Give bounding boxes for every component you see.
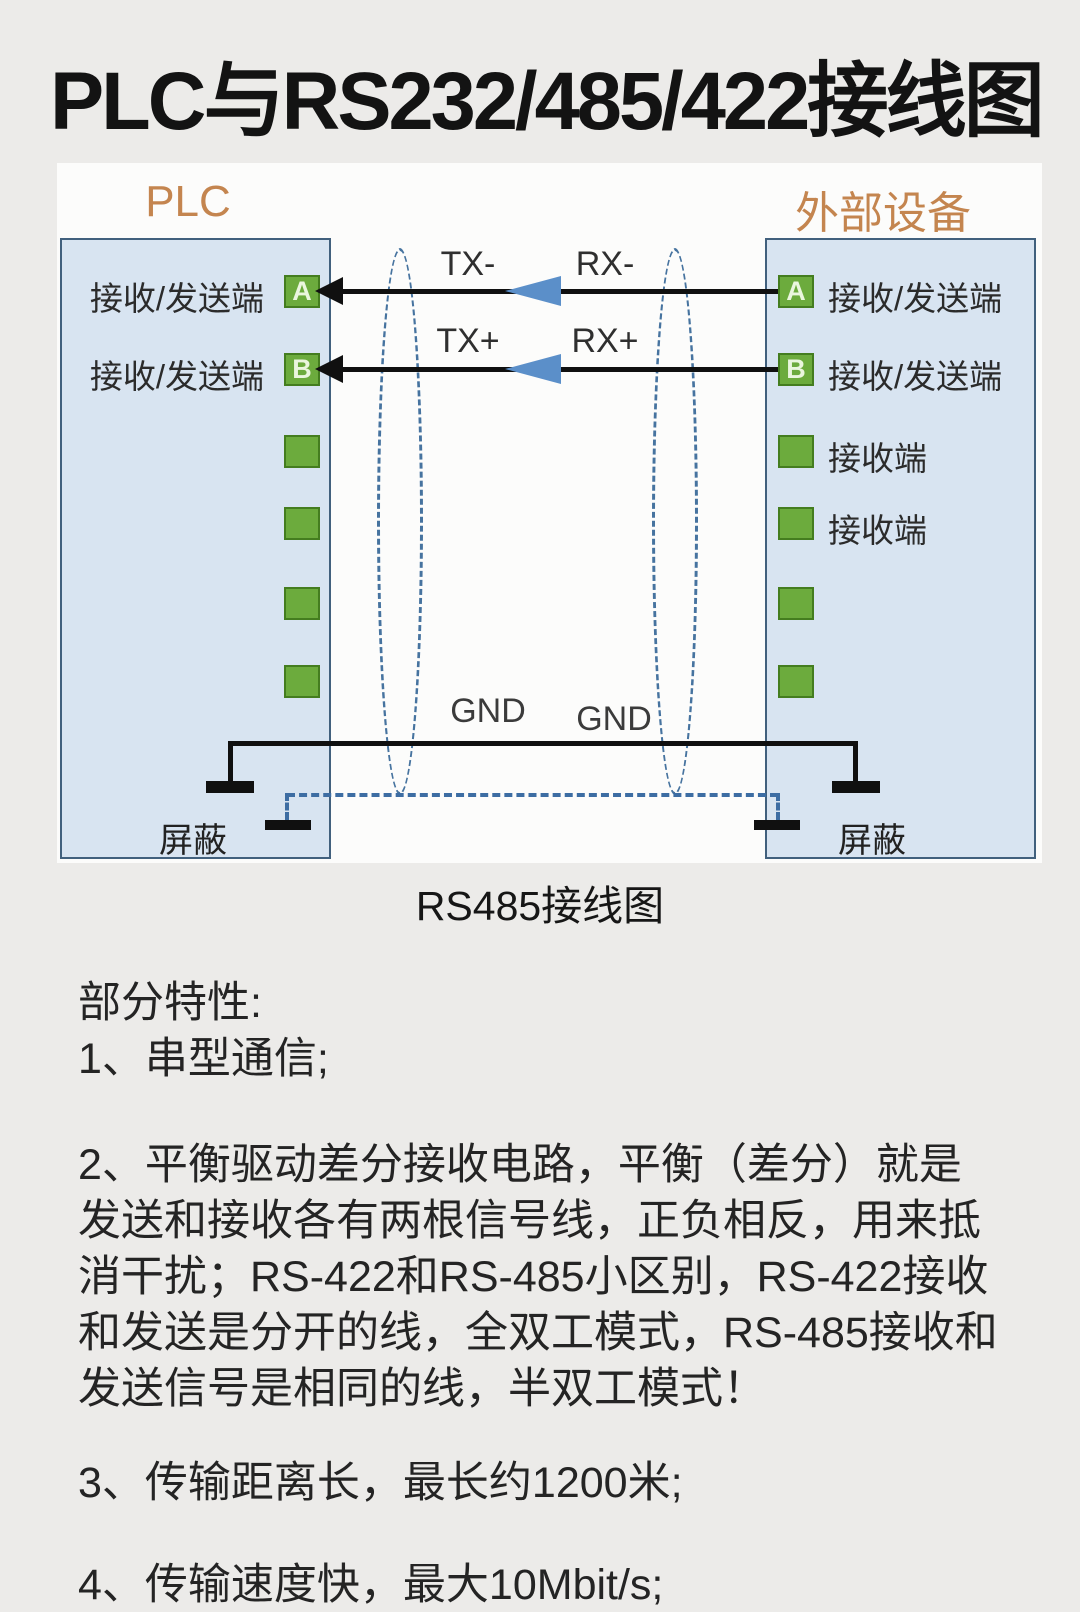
- plc-terminal-4: [284, 507, 320, 540]
- feature-item-1: 1、串型通信;: [78, 1035, 329, 1083]
- arrowhead-row-a-icon: [315, 277, 343, 305]
- plc-terminal-3: [284, 435, 320, 468]
- plc-terminal-b: B: [284, 353, 320, 386]
- external-row-4-label: 接收端: [828, 512, 927, 549]
- features-heading: 部分特性:: [78, 979, 262, 1027]
- shield-label-right: 屏蔽: [838, 822, 906, 860]
- external-device-title: 外部设备: [795, 189, 971, 238]
- external-row-3-label: 接收端: [828, 440, 927, 477]
- feature-item-2-line-1: 2、平衡驱动差分接收电路，平衡（差分）就是: [78, 1141, 962, 1189]
- signal-tx-minus: TX-: [440, 245, 496, 283]
- direction-arrow-row-b-icon: [505, 354, 561, 384]
- shield-dashed-wire: [287, 793, 778, 797]
- signal-rx-minus: RX-: [575, 245, 635, 283]
- plc-row-b-label: 接收/发送端: [89, 358, 264, 395]
- shield-drop-right: [776, 793, 780, 820]
- external-terminal-3: [778, 435, 814, 468]
- feature-item-2-line-3: 消干扰；RS-422和RS-485小区别，RS-422接收: [78, 1253, 989, 1301]
- plc-row-a-label: 接收/发送端: [89, 280, 264, 317]
- feature-item-3: 3、传输距离长，最长约1200米;: [78, 1459, 683, 1507]
- direction-arrow-row-a-icon: [505, 276, 561, 306]
- shield-ground-left-icon: [265, 820, 311, 830]
- external-device-panel: [765, 238, 1036, 859]
- shield-label-left: 屏蔽: [159, 822, 227, 860]
- ground-symbol-left-icon: [206, 781, 254, 793]
- external-terminal-5: [778, 587, 814, 620]
- signal-tx-plus: TX+: [436, 322, 500, 360]
- external-row-b-label: 接收/发送端: [828, 358, 1003, 395]
- plc-panel: [60, 238, 331, 859]
- plc-terminal-a: A: [284, 275, 320, 308]
- rs485-wiring-diagram: PLC 外部设备 接收/发送端 A A 接收/发送端 TX- RX- 接收/发送…: [57, 163, 1042, 863]
- plc-terminal-6: [284, 665, 320, 698]
- ground-bus-wire: [230, 741, 858, 746]
- ground-drop-left: [228, 741, 233, 783]
- plc-terminal-5: [284, 587, 320, 620]
- ground-drop-right: [853, 741, 858, 783]
- feature-item-4: 4、传输速度快，最大10Mbit/s;: [78, 1561, 664, 1609]
- ground-symbol-right-icon: [832, 781, 880, 793]
- signal-rx-plus: RX+: [571, 322, 639, 360]
- external-terminal-6: [778, 665, 814, 698]
- plc-device-title: PLC: [145, 177, 231, 226]
- shield-drop-left: [285, 793, 289, 820]
- feature-item-2-line-2: 发送和接收各有两根信号线，正负相反，用来抵: [78, 1197, 981, 1245]
- gnd-label-left: GND: [450, 692, 526, 730]
- external-terminal-b: B: [778, 353, 814, 386]
- feature-item-2-line-5: 发送信号是相同的线，半双工模式！: [78, 1365, 766, 1413]
- external-terminal-4: [778, 507, 814, 540]
- diagram-caption: RS485接线图: [415, 883, 665, 929]
- external-row-a-label: 接收/发送端: [828, 280, 1003, 317]
- arrowhead-row-b-icon: [315, 355, 343, 383]
- external-terminal-a: A: [778, 275, 814, 308]
- gnd-label-right: GND: [576, 700, 652, 738]
- feature-item-2-line-4: 和发送是分开的线，全双工模式，RS-485接收和: [78, 1309, 998, 1357]
- page-title: PLC与RS232/485/422接线图: [50, 56, 1045, 147]
- shield-ground-right-icon: [754, 820, 800, 830]
